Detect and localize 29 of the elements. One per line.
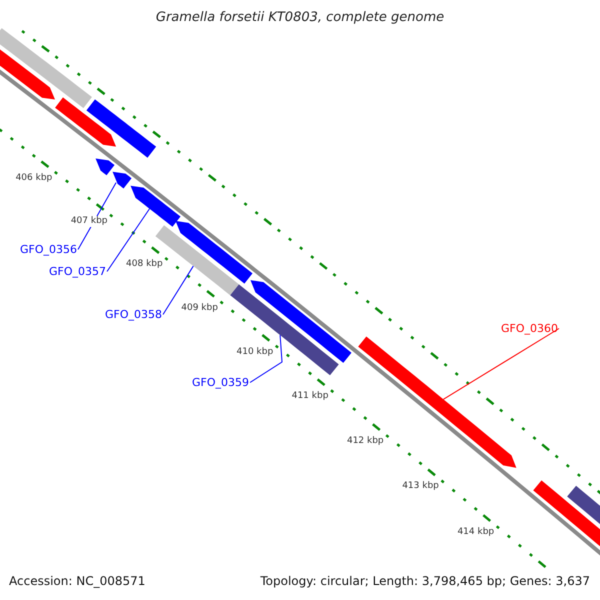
tick-label: 410 kbp xyxy=(236,346,274,358)
gene-feature xyxy=(86,99,156,158)
leader-line xyxy=(250,334,283,383)
gene-label: GFO_0360 xyxy=(501,323,558,334)
gene-label: GFO_0356 xyxy=(20,244,78,255)
tick-label: 412 kbp xyxy=(346,436,385,448)
tick-label: 409 kbp xyxy=(180,302,219,314)
tick-label: 408 kbp xyxy=(125,259,164,270)
footer-text: Topology: circular; Length: 3,798,465 bp; Genes: 3,637 xyxy=(260,575,590,587)
gene-feature xyxy=(230,284,339,376)
leader-line xyxy=(106,208,150,272)
footer-text: Accession: NC_008571 xyxy=(9,575,146,587)
tick-label: 414 kbp xyxy=(456,527,496,538)
leader-line xyxy=(442,328,560,400)
leader-line xyxy=(162,266,194,315)
gene-feature xyxy=(130,186,181,227)
gene-label: GFO_0358 xyxy=(105,309,162,320)
gene-feature xyxy=(112,172,132,188)
gene-feature xyxy=(55,97,116,147)
tick-label: 406 kbp xyxy=(14,173,54,184)
gene-feature xyxy=(176,220,252,284)
diagram-title: Gramella forsetii KT0803, complete genome xyxy=(154,11,446,24)
tick-label: 413 kbp xyxy=(401,481,440,492)
gene-feature xyxy=(96,158,115,176)
gene-feature xyxy=(0,28,92,108)
tick-label: 411 kbp xyxy=(290,391,330,402)
gene-label: GFO_0359 xyxy=(192,377,250,388)
tick-label: 407 kbp xyxy=(70,216,108,228)
gene-label: GFO_0357 xyxy=(49,266,106,277)
